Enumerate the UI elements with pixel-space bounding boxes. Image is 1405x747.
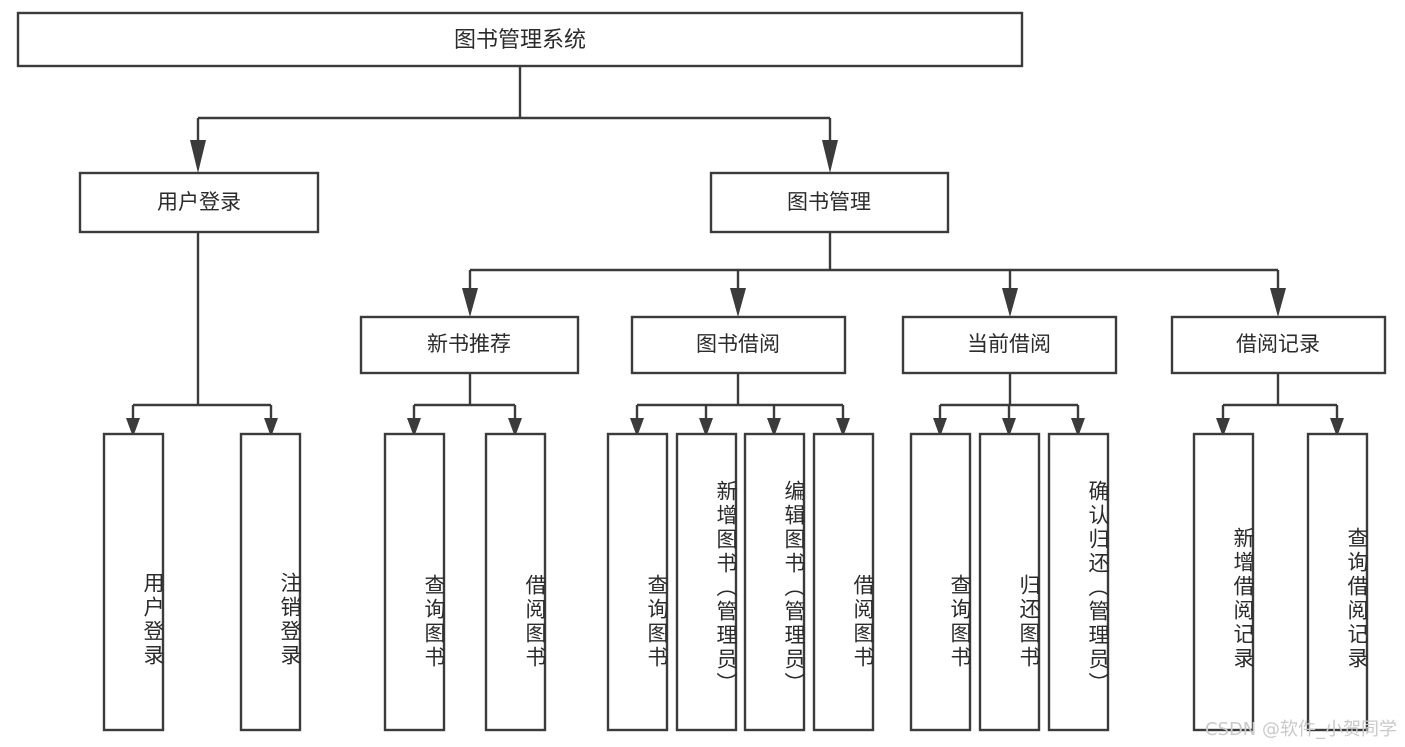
node-root[interactable]: 图书管理系统 — [16, 11, 1024, 68]
node-book-borrow-box[interactable] — [630, 315, 847, 375]
arrowhead-icon — [822, 140, 838, 173]
leaf-box-borrow-book-1[interactable] — [484, 432, 547, 732]
node-user-login-box[interactable] — [78, 171, 320, 234]
leaf-box-user-login[interactable] — [102, 432, 165, 732]
node-book-borrow[interactable]: 图书借阅 — [630, 315, 847, 375]
leaf-box-query-book-2[interactable] — [606, 432, 669, 732]
leaf-box-confirm-return[interactable] — [1047, 432, 1110, 732]
arrowhead-icon — [126, 418, 140, 437]
leaf-box-query-book-3[interactable] — [909, 432, 972, 732]
leaf-box-query-record[interactable] — [1306, 432, 1369, 732]
arrowhead-icon — [1270, 288, 1286, 317]
arrowhead-icon — [1071, 418, 1085, 437]
arrowhead-icon — [508, 418, 522, 437]
arrowhead-icon — [630, 418, 644, 437]
node-current-borrow-box[interactable] — [901, 315, 1118, 375]
leaf-box-add-record[interactable] — [1192, 432, 1255, 732]
node-borrow-record[interactable]: 借阅记录 — [1170, 315, 1387, 375]
arrowhead-icon — [1216, 418, 1230, 437]
leaf-box-return-book[interactable] — [978, 432, 1041, 732]
node-new-book-recommend-label: 新书推荐 — [427, 332, 511, 356]
node-borrow-record-label: 借阅记录 — [1236, 332, 1320, 356]
node-user-login[interactable]: 用户登录 — [78, 171, 320, 234]
leaf-box-add-book[interactable] — [675, 432, 738, 732]
connectors — [131, 66, 1339, 420]
node-root-label: 图书管理系统 — [454, 28, 586, 53]
node-book-manage-box[interactable] — [709, 171, 950, 234]
arrowhead-icon — [264, 418, 278, 437]
node-new-book-recommend[interactable]: 新书推荐 — [359, 315, 580, 375]
arrowhead-icon — [1002, 418, 1016, 437]
arrowhead-icon — [190, 140, 206, 173]
node-book-manage[interactable]: 图书管理 — [709, 171, 950, 234]
arrowhead-icon — [836, 418, 850, 437]
arrowhead-icon — [933, 418, 947, 437]
node-borrow-record-box[interactable] — [1170, 315, 1387, 375]
leaf-box-logout[interactable] — [239, 432, 302, 732]
arrowhead-icon — [1330, 418, 1344, 437]
arrowhead-icon — [462, 288, 478, 317]
node-book-manage-label: 图书管理 — [787, 190, 871, 214]
arrowhead-icon — [699, 418, 713, 437]
node-root-box[interactable] — [16, 11, 1024, 68]
node-current-borrow-label: 当前借阅 — [967, 332, 1051, 356]
leaf-box-borrow-book-2[interactable] — [812, 432, 875, 732]
leaf-box-query-book-1[interactable] — [383, 432, 446, 732]
arrowhead-icon — [767, 418, 781, 437]
node-current-borrow[interactable]: 当前借阅 — [901, 315, 1118, 375]
arrow-heads — [126, 140, 1344, 437]
watermark-text: CSDN @软件_小贺同学 — [1204, 719, 1397, 740]
arrowhead-icon — [730, 288, 746, 317]
leaf-box-edit-book[interactable] — [743, 432, 806, 732]
node-new-book-recommend-box[interactable] — [359, 315, 580, 375]
arrowhead-icon — [1002, 288, 1018, 317]
arrowhead-icon — [407, 418, 421, 437]
node-book-borrow-label: 图书借阅 — [696, 332, 780, 356]
leaf-boxes — [102, 432, 1369, 732]
node-user-login-label: 用户登录 — [157, 190, 241, 214]
